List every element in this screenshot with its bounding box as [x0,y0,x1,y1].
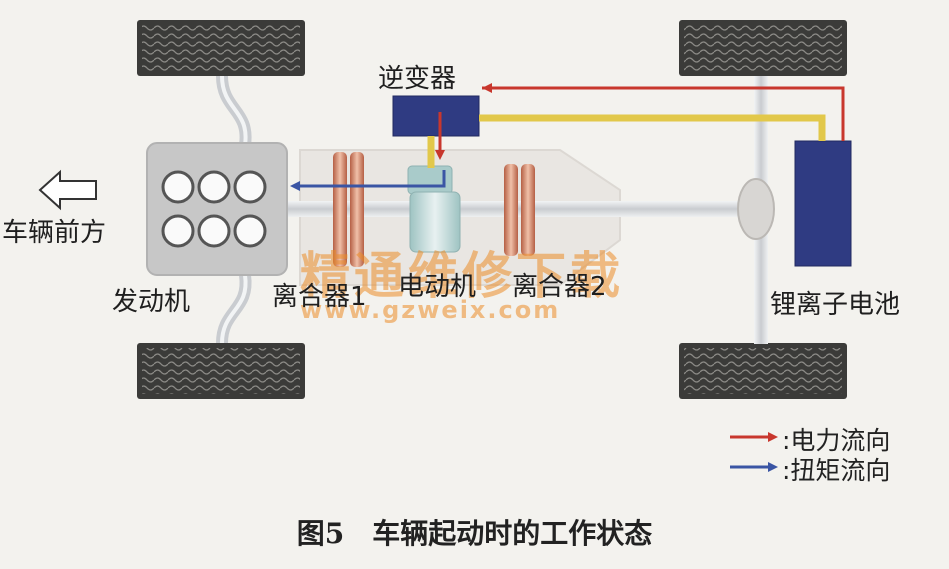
front-label: 车辆前方 [2,218,107,248]
drive-shaft [285,201,755,217]
clutch2-label: 离合器2 [512,272,607,302]
engine-block [146,142,288,276]
clutch-2 [504,164,535,256]
legend-torque-label: :扭矩流向 [782,456,891,485]
legend-torque: :扭矩流向 [782,451,890,487]
motor-label: 电动机 [398,272,477,302]
front-direction-arrow [38,169,97,211]
legend-power-label: :电力流向 [782,426,891,455]
legend-power: :电力流向 [782,421,890,457]
clutch-1 [333,152,364,267]
legend-torque-arrow [730,462,778,472]
battery-pack [794,140,852,267]
rear-left-tire [679,20,847,76]
cable-inverter-battery [479,114,826,141]
power-flow-battery-to-inverter [482,86,845,141]
engine-label: 发动机 [112,287,191,317]
inverter-label: 逆变器 [378,64,457,94]
front-left-tire [137,20,305,76]
front-right-tire [137,343,305,399]
battery-label: 锂离子电池 [770,290,901,320]
rear-right-tire [679,343,847,399]
rear-differential [737,178,775,240]
torque-flow-motor-to-engine [298,170,446,188]
figure-caption: 图5 车辆起动时的工作状态 [296,517,653,550]
inverter-box [392,95,480,137]
clutch1-label: 离合器1 [272,282,367,312]
legend-power-arrow [730,432,778,442]
electric-motor [407,165,461,253]
